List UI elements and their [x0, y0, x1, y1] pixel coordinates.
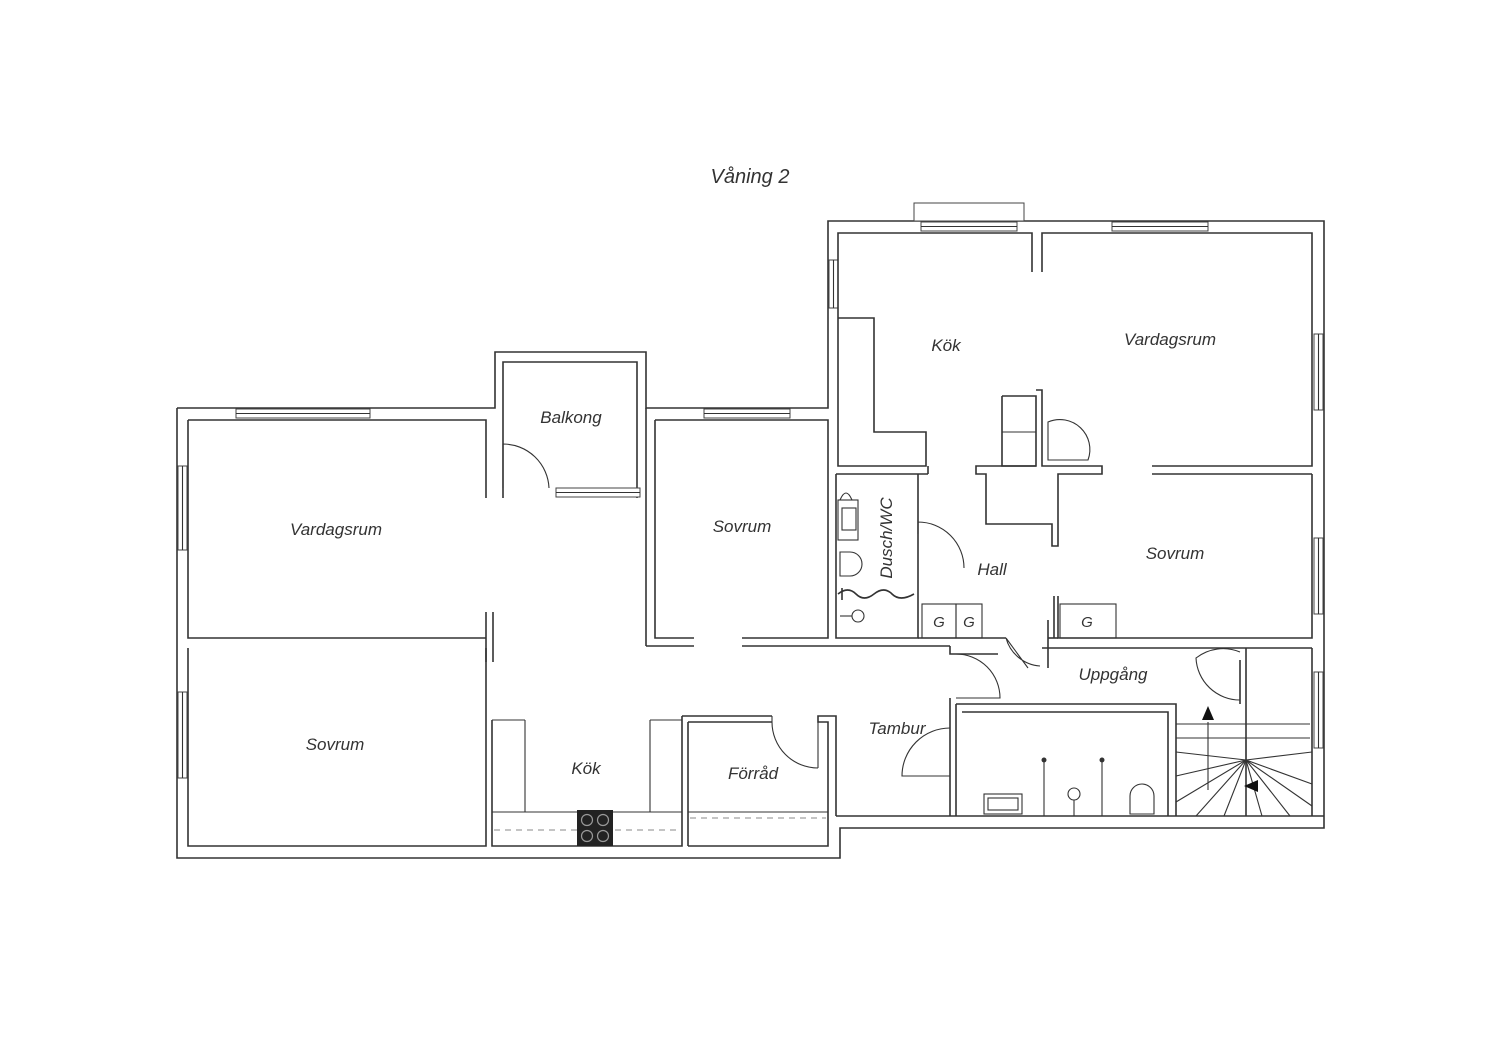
room-label-vardagsrum-right: Vardagsrum: [1124, 330, 1216, 349]
balcony-door: [502, 443, 550, 489]
closet-label-g2: G: [963, 614, 975, 631]
closet-labels: G G G: [933, 614, 1093, 631]
stair-arrow-icon: [1244, 780, 1258, 792]
bathroom-fixtures: [837, 492, 915, 623]
room-label-sovrum-middle: Sovrum: [713, 517, 772, 536]
closet-label-g3: G: [1081, 614, 1093, 631]
room-labels: Balkong Vardagsrum Sovrum Sovrum Kök För…: [290, 330, 1216, 783]
bottom-kitchen-area: [491, 715, 837, 847]
stairs: [1175, 722, 1313, 817]
stove-icon: [577, 810, 613, 846]
floor-title: Våning 2: [711, 166, 790, 188]
room-label-kok-right: Kök: [931, 336, 962, 355]
room-label-sovrum-left: Sovrum: [306, 735, 365, 754]
utility-fixtures: [983, 757, 1155, 816]
doors: [901, 520, 1241, 777]
room-label-balkong: Balkong: [540, 408, 602, 427]
room-label-hall: Hall: [977, 560, 1008, 579]
closet-label-g1: G: [933, 614, 945, 631]
room-label-vardagsrum-left: Vardagsrum: [290, 520, 382, 539]
room-label-sovrum-right: Sovrum: [1146, 544, 1205, 563]
room-label-kok-bottom: Kök: [571, 759, 602, 778]
room-label-tambur: Tambur: [868, 719, 926, 738]
room-label-uppgang: Uppgång: [1078, 665, 1148, 684]
windows: [177, 202, 1324, 779]
room-label-dusch-wc: Dusch/WC: [877, 497, 896, 579]
right-wing-walls: [835, 232, 1324, 817]
outer-walls: [176, 220, 1325, 859]
stair-arrow-icon: [1202, 706, 1214, 720]
room-label-forrad: Förråd: [728, 764, 779, 783]
